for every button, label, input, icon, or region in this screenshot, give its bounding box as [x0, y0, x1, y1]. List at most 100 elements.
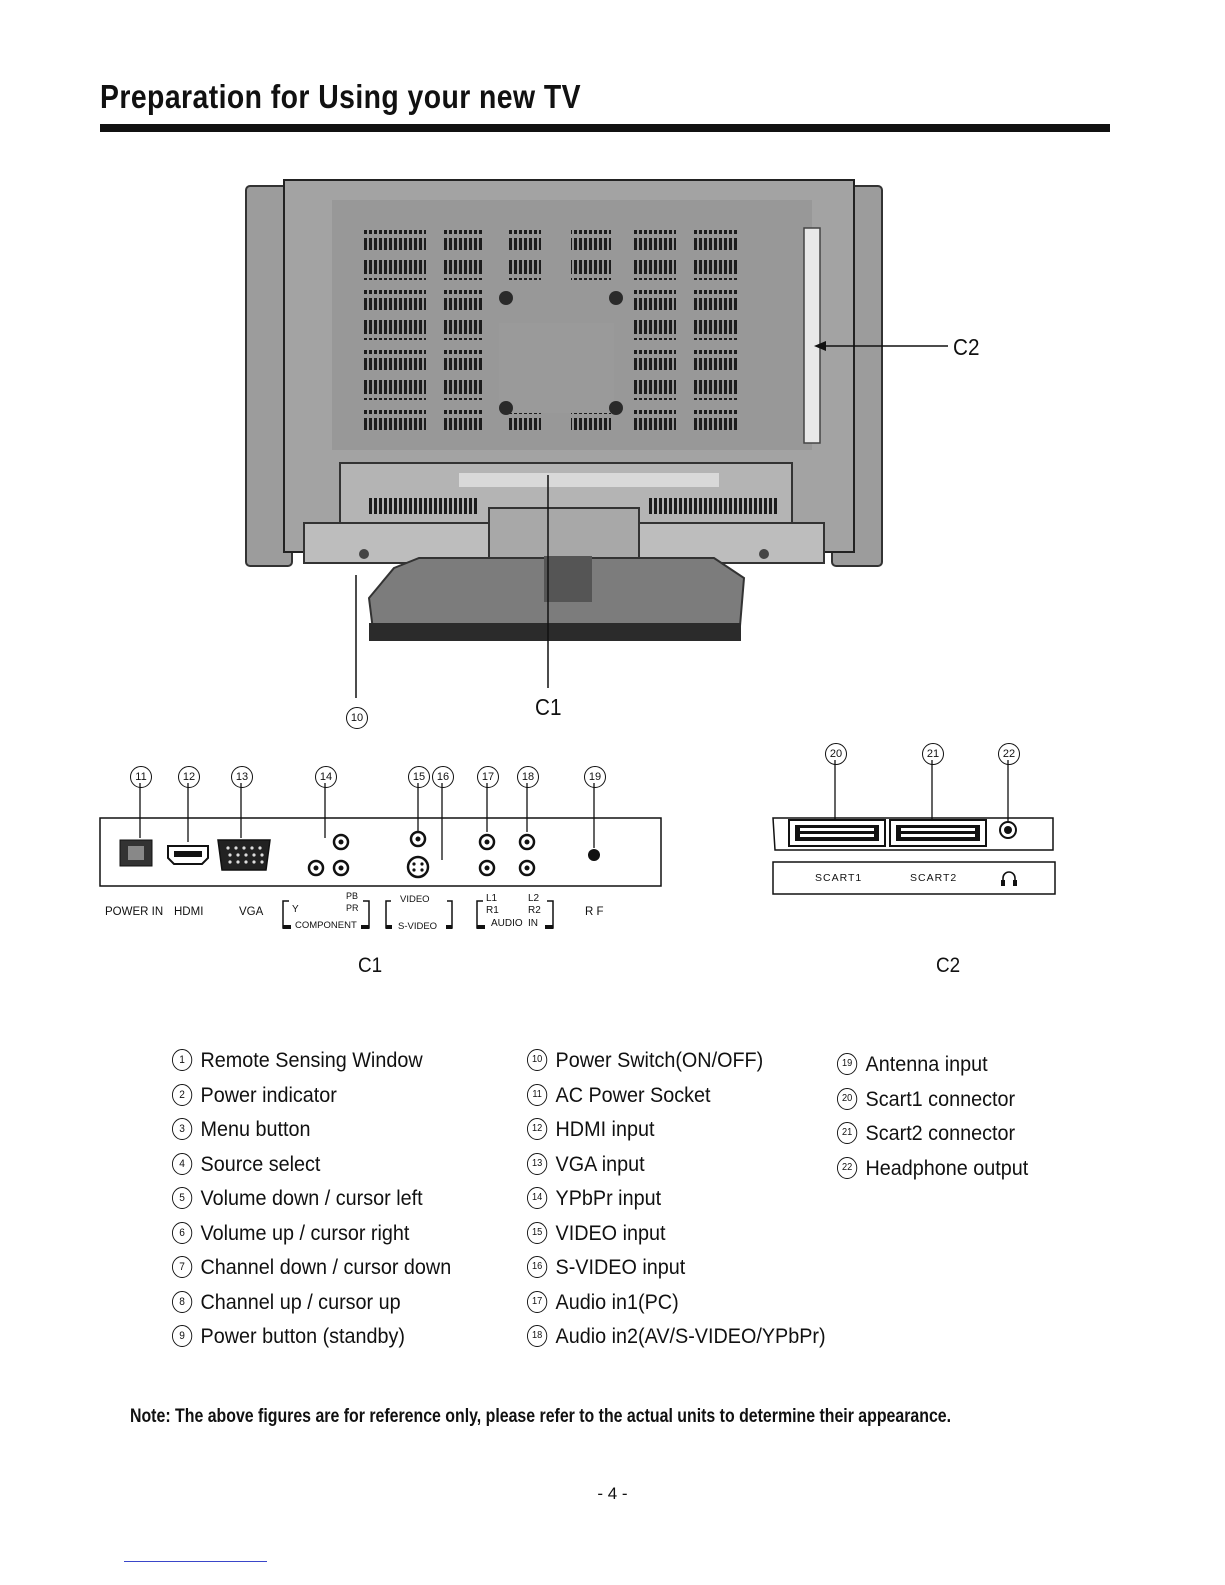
legend-text: Channel up / cursor up [201, 1285, 401, 1320]
callout-c2: C2 [953, 334, 979, 361]
legend-item: 15VIDEO input [527, 1216, 826, 1251]
label-pr: PR [346, 903, 359, 913]
reference-note: Note: The above figures are for referenc… [130, 1405, 951, 1428]
legend-number: 2 [172, 1084, 192, 1106]
legend-item: 7 Channel down / cursor down [172, 1250, 451, 1285]
legend-number: 8 [172, 1291, 192, 1313]
legend-text: VGA input [556, 1147, 645, 1182]
legend-item: 10 Power Switch(ON/OFF) [527, 1043, 826, 1078]
legend-number: 15 [527, 1222, 547, 1244]
legend-number: 5 [172, 1187, 192, 1209]
legend-item: 20 Scart1 connector [837, 1082, 1028, 1117]
label-s-video: S-VIDEO [398, 921, 437, 932]
label-component: COMPONENT [295, 920, 357, 931]
marker-11: 11 [130, 766, 152, 788]
legend-text: S-VIDEO input [556, 1250, 686, 1285]
legend-item: 3 Menu button [172, 1112, 451, 1147]
legend-text: Antenna input [866, 1047, 988, 1082]
label-vga: VGA [239, 906, 263, 918]
legend-text: Remote Sensing Window [201, 1043, 423, 1078]
legend-number: 17 [527, 1291, 547, 1313]
legend-number: 12 [527, 1118, 547, 1140]
legend-text: AC Power Socket [556, 1078, 711, 1113]
legend-text: Source select [201, 1147, 321, 1182]
label-hdmi: HDMI [174, 906, 203, 918]
legend-text: Scart1 connector [866, 1082, 1016, 1117]
legend-text: YPbPr input [556, 1181, 662, 1216]
legend-item: 22 Headphone output [837, 1151, 1028, 1186]
legend-number: 7 [172, 1256, 192, 1278]
label-y: Y [292, 904, 299, 915]
legend-number: 1 [172, 1049, 192, 1071]
legend-text: Power button (standby) [201, 1319, 406, 1354]
label-pb: PB [346, 891, 358, 901]
legend-text: Channel down / cursor down [201, 1250, 452, 1285]
legend-number: 14 [527, 1187, 547, 1209]
legend-text: Power indicator [201, 1078, 337, 1113]
legend-item: 19 Antenna input [837, 1047, 1028, 1082]
label-audio: AUDIO [491, 918, 523, 929]
marker-17: 17 [477, 766, 499, 788]
legend-number: 9 [172, 1325, 192, 1347]
callout-ten: 10 [346, 707, 368, 729]
legend-item: 14 YPbPr input [527, 1181, 826, 1216]
legend-number: 13 [527, 1153, 547, 1175]
legend-number: 22 [837, 1157, 857, 1179]
legend-text: Volume down / cursor left [201, 1181, 423, 1216]
marker-12: 12 [178, 766, 200, 788]
legend-text: Audio in2(AV/S-VIDEO/YPbPr) [556, 1319, 826, 1354]
label-l1: L1 [486, 893, 497, 904]
legend-item: 12 HDMI input [527, 1112, 826, 1147]
legend-item: 9 Power button (standby) [172, 1319, 451, 1354]
label-video: VIDEO [400, 894, 430, 905]
legend-text: Headphone output [866, 1151, 1029, 1186]
legend-number: 20 [837, 1088, 857, 1110]
callout-c1: C1 [535, 694, 561, 721]
page-number: - 4 - [0, 1484, 1225, 1504]
page-title: Preparation for Using your new TV [100, 78, 581, 116]
label-rf: R F [585, 906, 604, 918]
label-scart2: SCART2 [910, 872, 957, 884]
footer-link-underline [124, 1561, 267, 1562]
label-power-in: POWER IN [105, 906, 163, 918]
legend-item: 13 VGA input [527, 1147, 826, 1182]
marker-22: 22 [998, 743, 1020, 765]
marker-21: 21 [922, 743, 944, 765]
legend-number: 21 [837, 1122, 857, 1144]
label-r1: R1 [486, 905, 499, 916]
legend-text: Audio in1(PC) [556, 1285, 679, 1320]
legend-number: 19 [837, 1053, 857, 1075]
legend-number: 11 [527, 1084, 547, 1106]
legend-text: HDMI input [556, 1112, 655, 1147]
legend-text: Power Switch(ON/OFF) [556, 1043, 764, 1078]
marker-13: 13 [231, 766, 253, 788]
marker-19: 19 [584, 766, 606, 788]
legend-item: 5 Volume down / cursor left [172, 1181, 451, 1216]
legend-text: Volume up / cursor right [201, 1216, 410, 1251]
legend-text: Menu button [201, 1112, 311, 1147]
marker-18: 18 [517, 766, 539, 788]
legend-item: 11 AC Power Socket [527, 1078, 826, 1113]
marker-20: 20 [825, 743, 847, 765]
marker-14: 14 [315, 766, 337, 788]
marker-15: 15 [408, 766, 430, 788]
legend-number: 16 [527, 1256, 547, 1278]
caption-c1: C1 [358, 954, 382, 978]
legend-item: 18 Audio in2(AV/S-VIDEO/YPbPr) [527, 1319, 826, 1354]
legend-number: 10 [527, 1049, 547, 1071]
legend-item: 1 Remote Sensing Window [172, 1043, 451, 1078]
legend-number: 3 [172, 1118, 192, 1140]
legend-number: 18 [527, 1325, 547, 1347]
legend-item: 8 Channel up / cursor up [172, 1285, 451, 1320]
label-in: IN [528, 918, 538, 929]
title-rule [100, 124, 1110, 132]
legend-number: 4 [172, 1153, 192, 1175]
legend-item: 4 Source select [172, 1147, 451, 1182]
label-r2: R2 [528, 905, 541, 916]
label-l2: L2 [528, 893, 539, 904]
caption-c2: C2 [936, 954, 960, 978]
legend-item: 17 Audio in1(PC) [527, 1285, 826, 1320]
